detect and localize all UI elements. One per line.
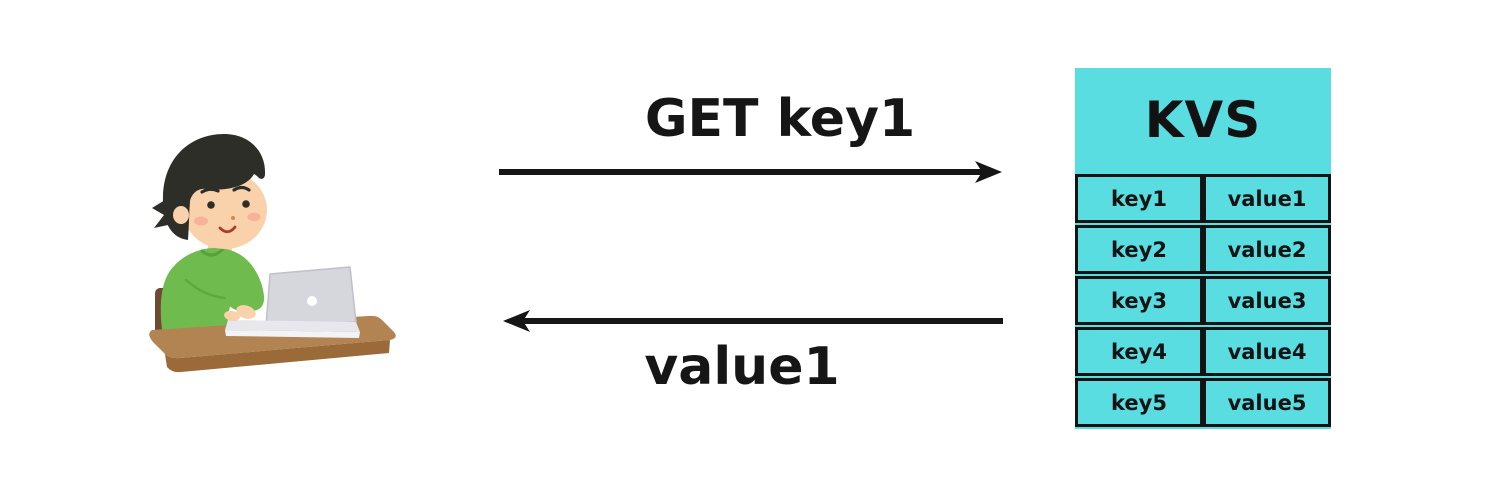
kvs-key-cell: key5 — [1075, 378, 1203, 427]
table-row: key5 value5 — [1075, 378, 1331, 427]
kvs-key-cell: key2 — [1075, 225, 1203, 274]
person-eye — [242, 200, 250, 208]
request-arrow-right-icon — [499, 161, 1002, 183]
person-body — [160, 247, 265, 344]
kvs-key-cell: key3 — [1075, 276, 1203, 325]
person-nose — [231, 216, 235, 220]
request-label: GET key1 — [644, 89, 916, 149]
kvs-value-cell: value3 — [1203, 276, 1331, 325]
response-label: value1 — [644, 337, 840, 397]
response-arrow-left-icon — [503, 310, 1003, 332]
kvs-value-cell: value4 — [1203, 327, 1331, 376]
person-eyebrow — [232, 185, 251, 192]
table-row: key1 value1 — [1075, 174, 1331, 223]
person-eye — [207, 201, 215, 209]
kvs-store: KVS key1 value1 key2 value2 key3 value3 … — [1075, 68, 1331, 429]
kvs-value-cell: value5 — [1203, 378, 1331, 427]
kvs-value-cell: value2 — [1203, 225, 1331, 274]
kvs-table: key1 value1 key2 value2 key3 value3 key4… — [1075, 172, 1331, 429]
table-row: key4 value4 — [1075, 327, 1331, 376]
table-row: key2 value2 — [1075, 225, 1331, 274]
person-eyebrow — [200, 187, 220, 194]
person-at-laptop-illustration — [149, 134, 396, 373]
kvs-key-cell: key1 — [1075, 174, 1203, 223]
table-row: key3 value3 — [1075, 276, 1331, 325]
person-head — [152, 134, 267, 249]
person-hands — [224, 289, 256, 322]
kvs-title: KVS — [1075, 68, 1331, 172]
kvs-key-cell: key4 — [1075, 327, 1203, 376]
laptop-icon — [225, 266, 360, 338]
kvs-value-cell: value1 — [1203, 174, 1331, 223]
person-mouth — [218, 225, 237, 234]
